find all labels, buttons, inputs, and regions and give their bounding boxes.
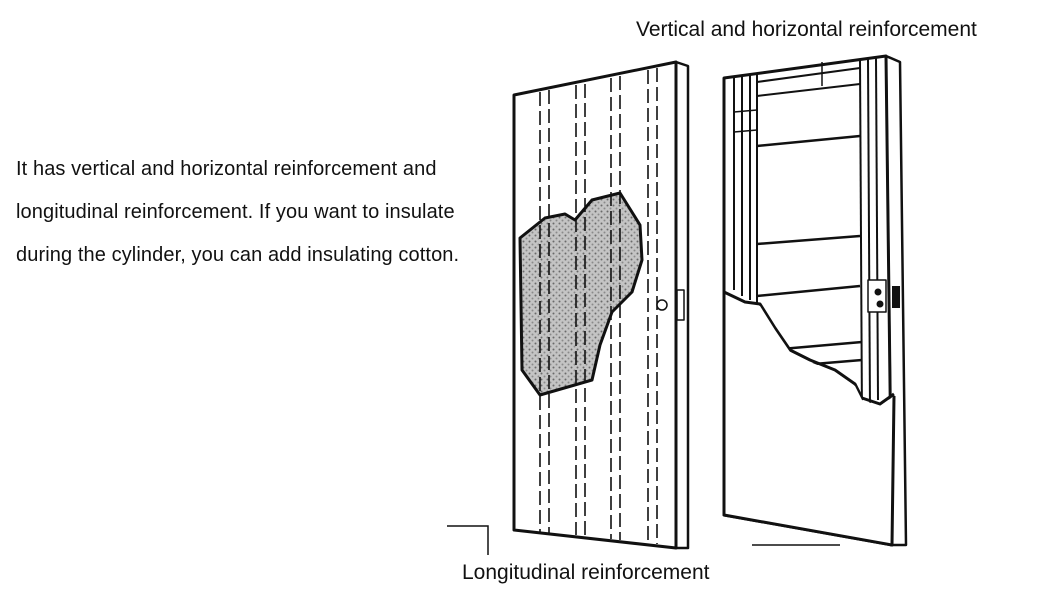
label-vertical-horizontal-reinforcement: Vertical and horizontal reinforcement xyxy=(636,18,977,41)
leader-line xyxy=(447,525,489,555)
horizontal-ribs xyxy=(756,134,863,368)
lock-plate-icon xyxy=(676,289,685,321)
torn-skin-edge xyxy=(723,290,895,406)
longitudinal-lines xyxy=(539,68,658,544)
lock-plate-icon xyxy=(867,279,887,313)
lock-hole-icon xyxy=(876,300,884,308)
lock-hole-icon xyxy=(874,288,882,296)
door-right-frame xyxy=(722,54,908,547)
door-handle-icon xyxy=(656,299,668,311)
door-left-longitudinal xyxy=(512,60,690,550)
label-longitudinal-reinforcement: Longitudinal reinforcement xyxy=(462,561,710,584)
description-text: It has vertical and horizontal reinforce… xyxy=(16,158,460,266)
